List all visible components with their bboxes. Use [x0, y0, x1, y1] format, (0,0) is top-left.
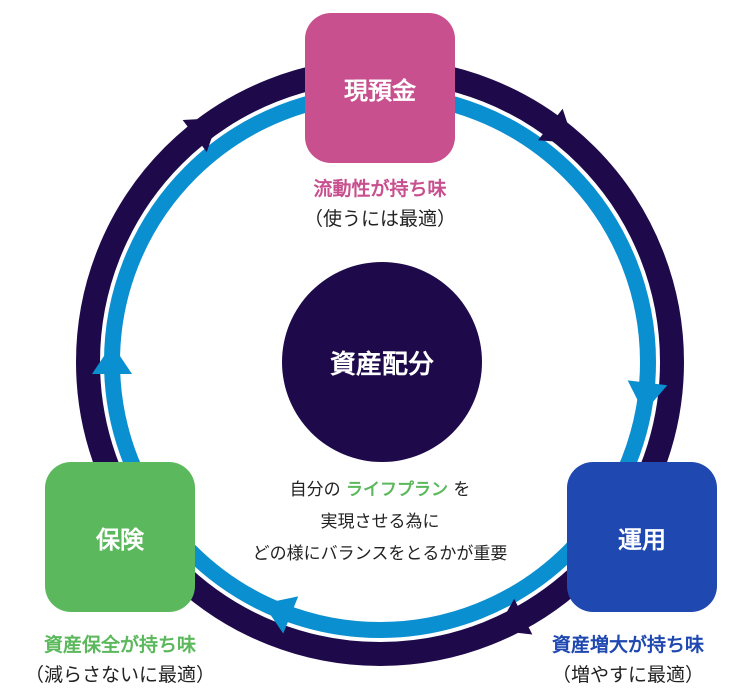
caption-investment-subtitle: （増やすに最適） [551, 664, 704, 686]
description-line-2: 実現させる為に [320, 512, 440, 532]
caption-insurance-title: 資産保全が持ち味 [43, 634, 196, 656]
caption-cash-subtitle: （使うには最適） [303, 208, 456, 230]
center-label: 資産配分 [329, 349, 434, 380]
arrow-inner-bottom-left [262, 596, 299, 634]
node-cash-label: 現預金 [344, 76, 416, 105]
node-insurance: 保険 [45, 462, 195, 612]
arrow-inner-right [627, 380, 668, 413]
arrow-outer-top-left [182, 117, 219, 152]
caption-insurance-subtitle: （減らさないに最適） [24, 664, 215, 686]
arrow-inner-left [92, 344, 132, 374]
description-line-3: どの様にバランスをとるかが重要 [252, 544, 508, 564]
arrow-outer-top-right [538, 108, 574, 143]
node-insurance-label: 保険 [96, 525, 144, 554]
arrow-outer-bottom-right [496, 598, 533, 635]
node-investment-label: 運用 [618, 525, 666, 554]
caption-investment-title: 資産増大が持ち味 [551, 634, 704, 656]
caption-cash: 流動性が持ち味 （使うには最適） [230, 174, 530, 234]
center-circle: 資産配分 [282, 262, 482, 462]
description-line-1: 自分の ライフプラン を [200, 474, 560, 506]
description-pre: 自分の [289, 480, 341, 500]
description-highlight: ライフプラン [346, 480, 448, 500]
node-investment: 運用 [567, 462, 717, 612]
center-description: 自分の ライフプラン を 実現させる為に どの様にバランスをとるかが重要 [200, 474, 560, 570]
caption-investment: 資産増大が持ち味 （増やすに最適） [520, 630, 736, 690]
node-cash: 現預金 [305, 13, 455, 163]
caption-insurance: 資産保全が持ち味 （減らさないに最適） [0, 630, 240, 690]
description-post: を [453, 480, 471, 500]
caption-cash-title: 流動性が持ち味 [313, 178, 447, 200]
